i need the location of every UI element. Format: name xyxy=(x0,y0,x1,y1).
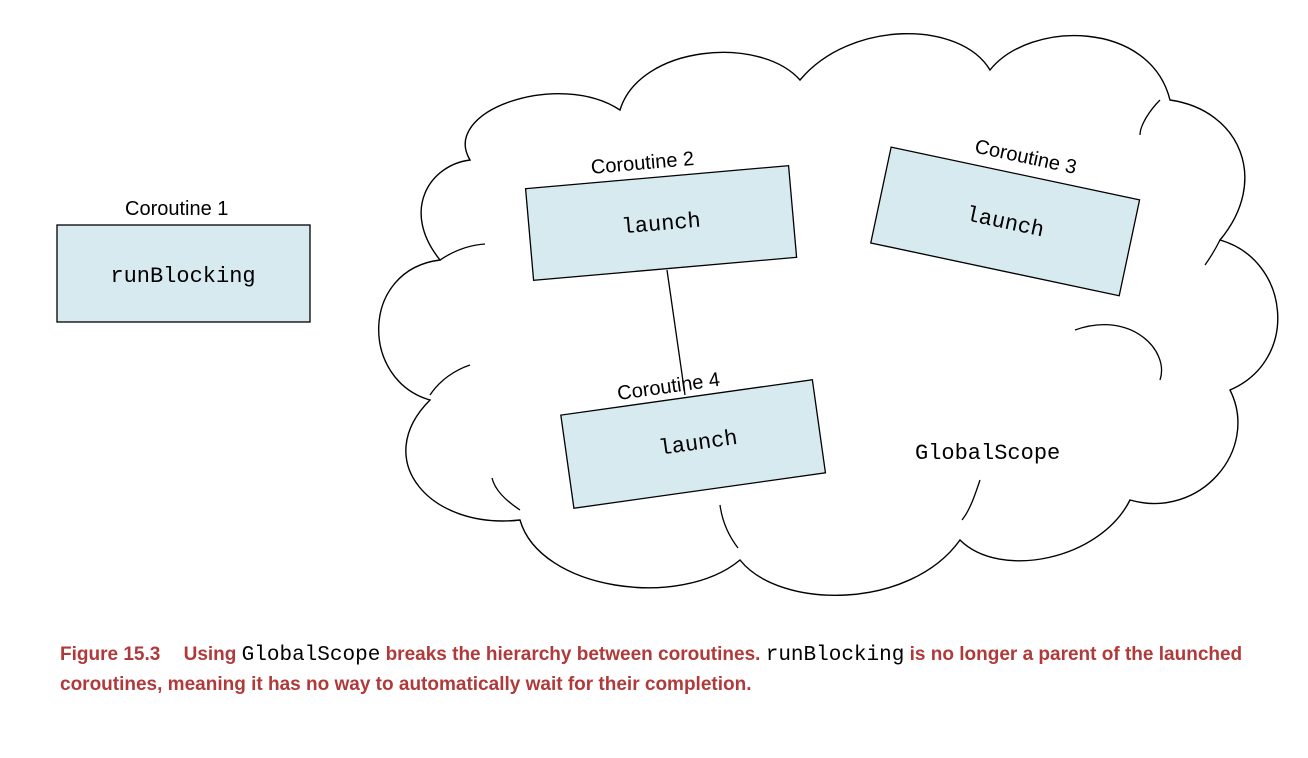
caption-code-2: runBlocking xyxy=(765,644,905,667)
caption-text-1: Using xyxy=(183,644,237,665)
cloud-arc xyxy=(1139,99,1161,136)
cloud-arc xyxy=(429,364,471,396)
coroutine1-code: runBlocking xyxy=(110,264,255,289)
global-scope-cloud xyxy=(378,33,1279,596)
cloud-arc xyxy=(719,504,739,549)
cloud-arc xyxy=(439,243,486,261)
coroutine3-box xyxy=(869,146,1141,297)
coroutine4-box xyxy=(560,379,827,509)
figure-number: Figure 15.3 xyxy=(60,644,161,665)
coroutine1-box xyxy=(56,224,311,323)
coroutine1-label: Coroutine 1 xyxy=(125,198,228,220)
cloud-arc xyxy=(961,479,981,521)
caption-text-2: breaks the hierarchy between coroutines. xyxy=(385,644,761,665)
coroutine-diagram: Coroutine 1 runBlocking Coroutine 2 laun… xyxy=(56,33,1279,596)
caption-code-1: GlobalScope xyxy=(241,644,381,667)
figure-caption: Figure 15.3 Using GlobalScope breaks the… xyxy=(60,640,1250,699)
parent-child-connector xyxy=(666,269,686,396)
global-scope-label: GlobalScope xyxy=(915,441,1060,466)
coroutine2-box xyxy=(524,164,798,282)
caption-text-3: is no longer a parent of the launched co… xyxy=(60,644,1243,695)
cloud-arc xyxy=(1074,324,1163,381)
cloud-arc xyxy=(491,477,521,511)
cloud-arc xyxy=(1204,239,1221,266)
